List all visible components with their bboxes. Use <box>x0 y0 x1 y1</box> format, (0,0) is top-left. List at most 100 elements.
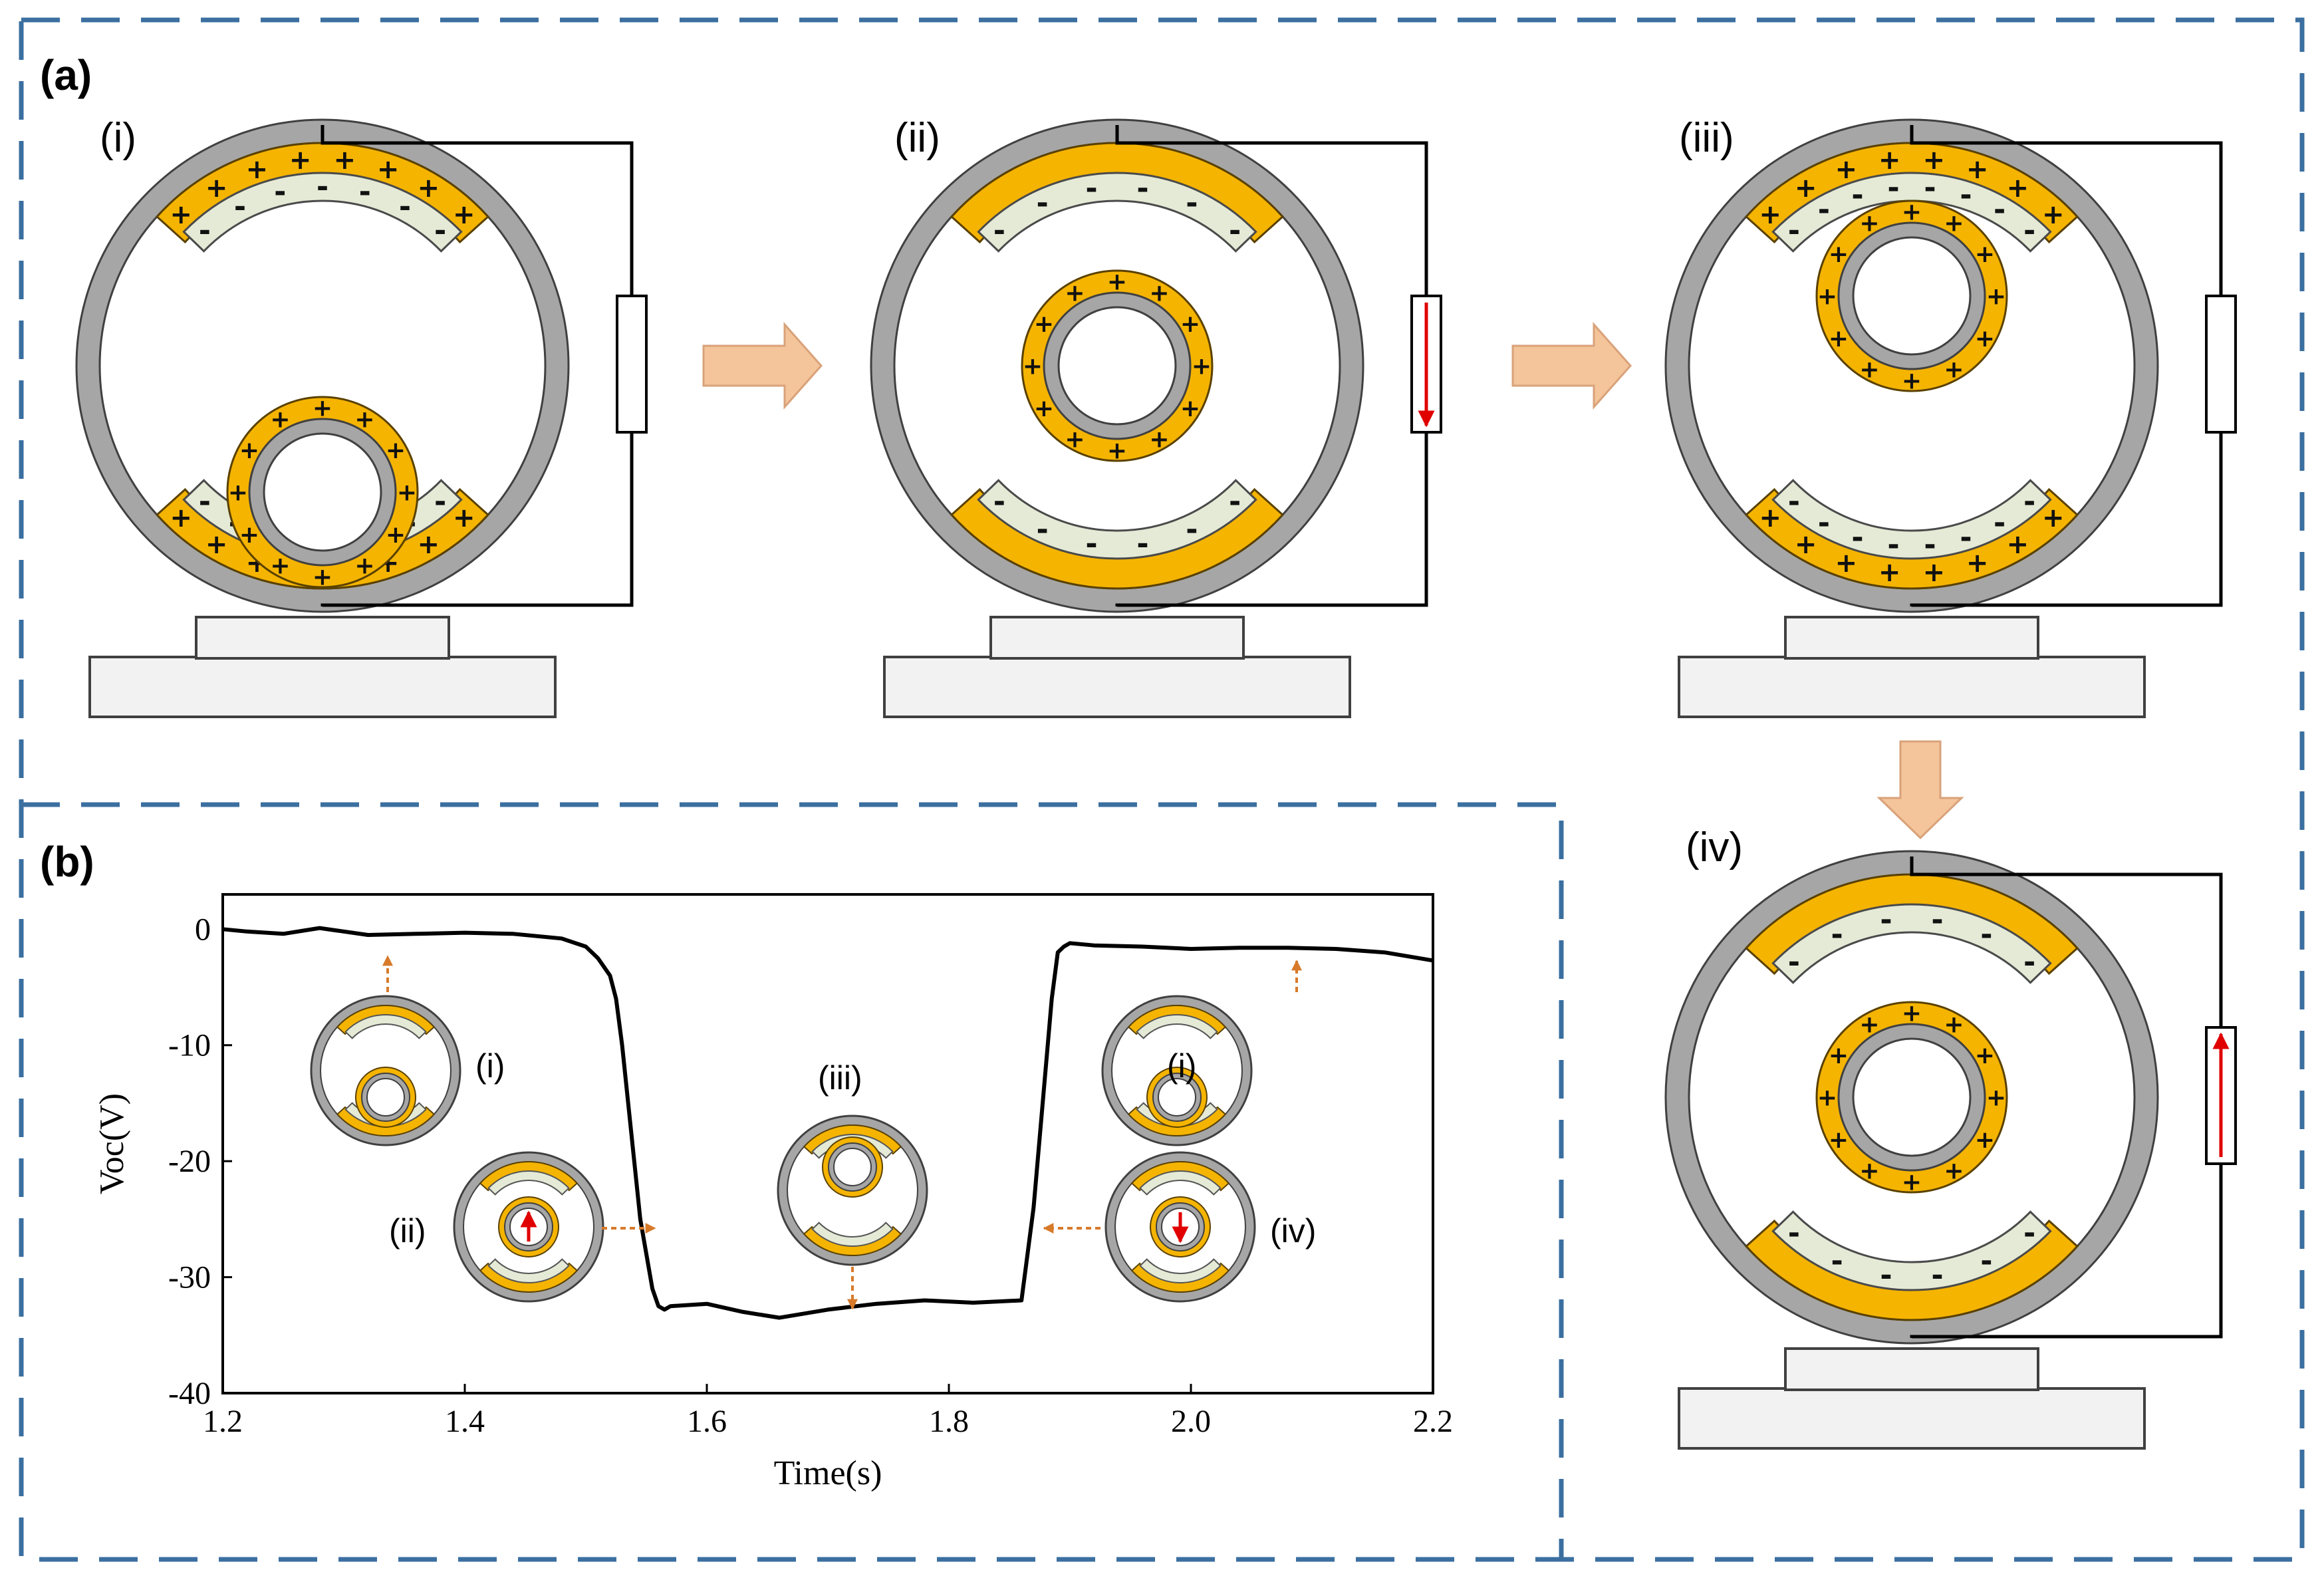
rotor-plus-charge: + <box>1859 1011 1879 1039</box>
rotor-plus-charge: + <box>1902 368 1922 395</box>
panel-b-frame <box>21 802 1564 1559</box>
load-resistor <box>2205 295 2237 434</box>
bottom-minus-charge: - <box>1880 1259 1892 1293</box>
rotor-plus-charge: + <box>1829 1126 1849 1154</box>
top-plus-charge: + <box>170 199 192 230</box>
top-dielectric-layer <box>1771 903 2052 984</box>
rotor-plus-charge: + <box>270 553 290 580</box>
x-tick-label: 2.0 <box>1171 1404 1211 1439</box>
stage-i-diagram: ++++++++-------++++++++--------+++++++++… <box>75 118 648 718</box>
bottom-plus-charge: + <box>418 529 440 560</box>
panel-b-label: (b) <box>40 838 94 886</box>
wire-top <box>1115 125 1428 296</box>
rotor-plus-charge: + <box>1192 353 1212 380</box>
rotor-plus-charge: + <box>1023 353 1043 380</box>
bottom-dielectric-layer <box>1771 1210 2052 1291</box>
outer-ring-edge <box>1664 118 2159 613</box>
top-plus-charge: + <box>1835 154 1858 185</box>
rotor-plus-charge: + <box>1975 1126 1995 1154</box>
bottom-minus-charge: - <box>1960 521 1972 555</box>
rotor-plus-charge: + <box>313 395 332 422</box>
top-minus-charge: - <box>234 190 246 224</box>
rotor-plus-charge: + <box>239 437 259 464</box>
inset-label-iii: (iii) <box>818 1059 862 1097</box>
rotor-plus-charge: + <box>1107 438 1127 465</box>
bottom-minus-charge: - <box>1788 1216 1800 1250</box>
rotor-plus-charge: + <box>239 521 259 549</box>
inner-rotor-bore <box>263 432 382 552</box>
rotor-plus-charge: + <box>1986 283 2006 311</box>
wire-bottom <box>321 432 634 607</box>
top-dielectric-layer <box>182 172 463 253</box>
rotor-plus-charge: + <box>1944 356 1964 384</box>
top-plus-charge: + <box>2007 173 2029 203</box>
x-tick-label: 1.6 <box>687 1404 727 1439</box>
inset-rotor-bore <box>1158 1078 1196 1117</box>
top-plus-charge: + <box>453 199 475 230</box>
top-minus-charge: - <box>1880 903 1892 937</box>
inset-label-iv: (iv) <box>1270 1212 1316 1250</box>
panel-a-label: (a) <box>40 51 92 99</box>
top-dielectric-layer <box>1771 172 2052 253</box>
base-plate <box>883 656 1351 718</box>
rotor-plus-charge: + <box>1817 1085 1837 1112</box>
inner-rotor-bore <box>1852 1037 1972 1157</box>
inset-top-dielectric <box>344 1014 427 1039</box>
top-minus-charge: - <box>359 175 371 209</box>
rotor-plus-charge: + <box>1180 311 1200 338</box>
outer-ring-edge <box>75 118 570 613</box>
bottom-minus-charge: - <box>1887 528 1899 562</box>
inset-bottom-dielectric <box>811 1222 894 1247</box>
bottom-minus-charge: - <box>1085 527 1097 561</box>
bottom-plus-charge: + <box>2042 503 2065 533</box>
top-minus-charge: - <box>1036 186 1048 220</box>
rotor-plus-charge: + <box>354 406 374 434</box>
rotor-plus-charge: + <box>1149 280 1169 307</box>
transition-arrow-3 <box>1876 740 1964 840</box>
base-pedestal <box>989 616 1245 660</box>
top-plus-charge: + <box>334 145 356 176</box>
y-tick-label: -30 <box>168 1260 211 1295</box>
rotor-plus-charge: + <box>1107 269 1127 296</box>
top-plus-charge: + <box>205 173 228 203</box>
inset-bottom-dielectric <box>1139 1258 1222 1283</box>
bottom-minus-charge: - <box>2023 1216 2035 1250</box>
stage-iv-diagram: ------------++++++++++++ <box>1664 850 2237 1450</box>
panel-frames <box>19 17 2305 1562</box>
y-tick-label: -20 <box>168 1144 211 1179</box>
inner-rotor-bore <box>1057 306 1177 426</box>
rotor-plus-charge: + <box>1149 426 1169 454</box>
top-minus-charge: - <box>1788 214 1800 248</box>
bottom-plus-charge: + <box>1966 548 1989 579</box>
top-minus-charge: - <box>2023 946 2035 980</box>
outer-frame <box>19 17 2305 1562</box>
rotor-plus-charge: + <box>1829 241 1849 268</box>
top-minus-charge: - <box>199 214 211 248</box>
stage-label-iv: (iv) <box>1686 825 1743 870</box>
inset-rotor-bore <box>366 1078 405 1117</box>
bottom-minus-charge: - <box>1229 485 1241 519</box>
bottom-plus-charge: + <box>1878 557 1901 588</box>
top-plus-charge: + <box>377 154 400 185</box>
base-plate <box>1678 1387 2146 1450</box>
inset-label-i-left: (i) <box>475 1047 505 1085</box>
inset-iv <box>1104 1151 1256 1303</box>
stage-ii-diagram: ------------++++++++++++ <box>870 118 1442 718</box>
bottom-minus-charge: - <box>1818 506 1830 540</box>
top-minus-charge: - <box>1980 918 1992 952</box>
inset-i-left <box>310 995 461 1146</box>
top-minus-charge: - <box>1960 178 1972 212</box>
top-minus-charge: - <box>1931 903 1943 937</box>
inset-ii <box>453 1151 604 1303</box>
inset-label-i-right: (i) <box>1167 1047 1196 1085</box>
y-tick-label: 0 <box>195 912 211 947</box>
top-minus-charge: - <box>434 214 446 248</box>
rotor-plus-charge: + <box>1975 325 1995 352</box>
bottom-minus-charge: - <box>1994 506 2005 540</box>
chart-insets <box>310 995 1256 1303</box>
bottom-plus-charge: + <box>2007 529 2029 560</box>
bottom-minus-charge: - <box>1980 1244 1992 1278</box>
top-plus-charge: + <box>289 145 312 176</box>
